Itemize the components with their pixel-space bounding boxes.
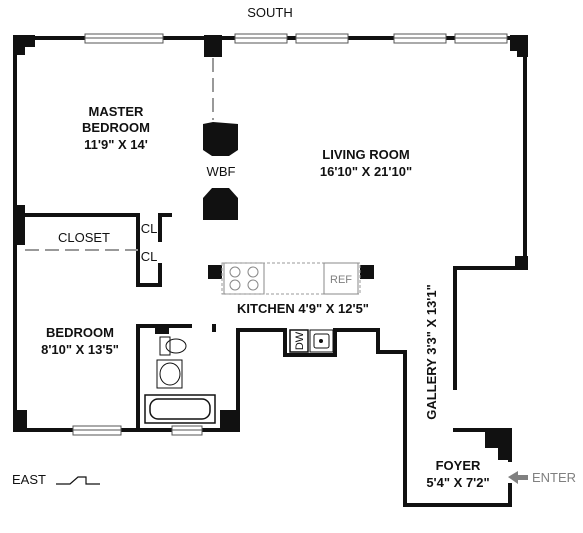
ref-label: REF	[330, 274, 352, 286]
living-room-name: LIVING ROOM	[322, 147, 409, 162]
master-bedroom-name-1: MASTER	[89, 104, 145, 119]
sink-icon	[309, 329, 334, 353]
foyer-size: 5'4" X 7'2"	[426, 475, 489, 490]
bathroom-sink-icon	[156, 359, 183, 389]
wbf-label: WBF	[207, 164, 236, 179]
wall-columns	[13, 35, 528, 460]
cl-upper-label: CL	[141, 221, 158, 236]
south-label: SOUTH	[247, 5, 293, 20]
enter-arrow-icon	[508, 471, 528, 484]
bedroom-size: 8'10" X 13'5"	[41, 342, 119, 357]
closet-label: CLOSET	[58, 230, 110, 245]
dashed-lines	[25, 58, 214, 251]
east-indicator-icon	[56, 476, 100, 485]
master-bedroom-size: 11'9" X 14'	[84, 137, 148, 152]
living-room-size: 16'10" X 21'10"	[320, 164, 412, 179]
east-label: EAST	[12, 472, 46, 487]
bathtub-icon	[144, 394, 216, 424]
walls	[13, 36, 527, 507]
kitchen-label: KITCHEN 4'9" X 12'5"	[237, 301, 369, 316]
cl-lower-label: CL	[141, 249, 158, 264]
dishwasher	[289, 329, 309, 353]
stove-icon	[223, 262, 265, 295]
enter-label: ENTER	[532, 470, 576, 485]
toilet-icon	[159, 336, 187, 356]
master-bedroom-name-2: BEDROOM	[82, 120, 150, 135]
dw-label: DW	[294, 331, 306, 350]
windows	[72, 33, 508, 436]
refrigerator: REF	[323, 262, 359, 295]
gallery-label: GALLERY 3'3" X 13'1"	[424, 284, 439, 420]
kitchen-counter	[221, 262, 361, 295]
fireplace-icon: WBF	[203, 122, 238, 220]
bedroom-name: BEDROOM	[46, 325, 114, 340]
foyer-name: FOYER	[436, 458, 481, 473]
